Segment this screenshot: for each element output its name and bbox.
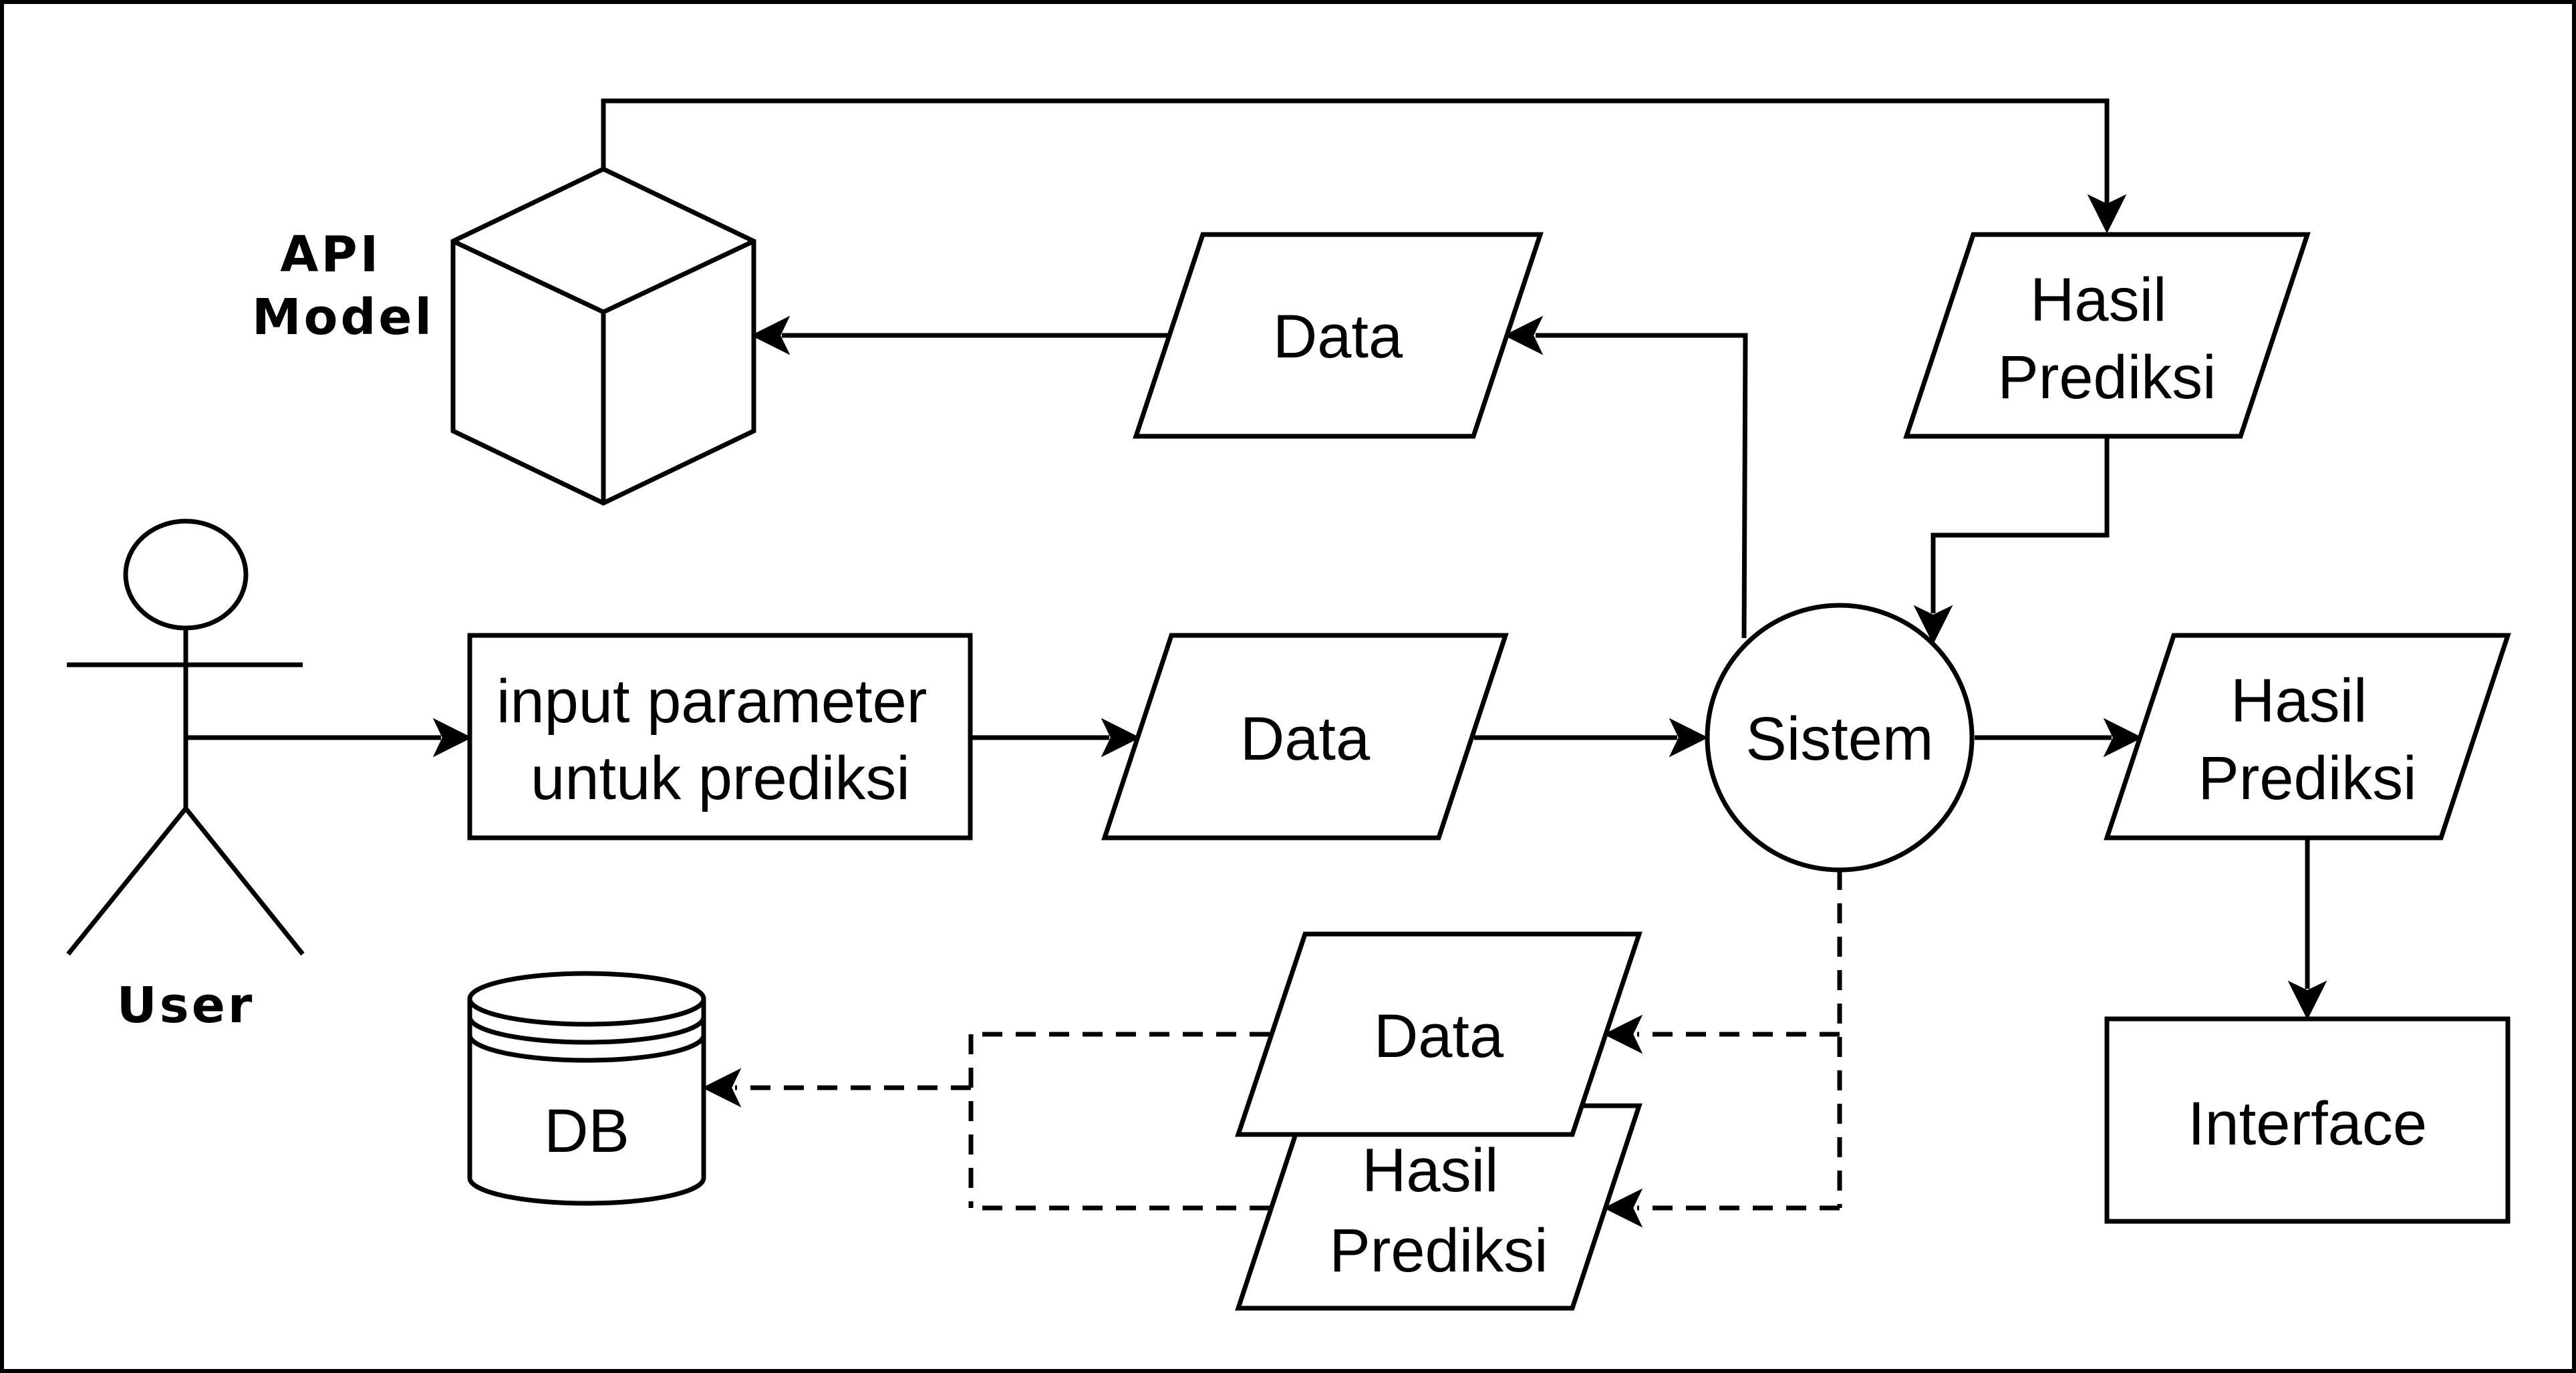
- input-process-label: input parameter untuk prediksi: [496, 667, 944, 812]
- output-result-line2: Prediksi: [2198, 744, 2416, 812]
- input-process-line1: input parameter: [496, 667, 927, 736]
- output-result-line1: Hasil: [2231, 667, 2367, 735]
- data-input-label: Data: [1240, 705, 1371, 773]
- arrowhead-interface: [2287, 980, 2327, 1020]
- user-actor: [66, 518, 305, 956]
- data-to-api-shape: [1133, 232, 1544, 439]
- edge-api-to-api-result: [601, 98, 2110, 204]
- stored-data-label: Data: [1374, 1002, 1504, 1070]
- stored-data-shape: [1235, 931, 1642, 1137]
- api-model-label-line1: API: [280, 226, 381, 283]
- arrowhead-api-result: [2087, 194, 2127, 234]
- arrowhead-data-api: [1504, 315, 1544, 355]
- arrowhead-api-cube: [750, 315, 791, 355]
- database-cylinder: [467, 971, 706, 1206]
- api-result-line2: Prediksi: [1997, 343, 2216, 412]
- input-process-box: [467, 633, 973, 841]
- arrowhead-system-top: [1913, 605, 1953, 645]
- user-label: User: [117, 977, 255, 1034]
- arrowhead-data-input: [1101, 718, 1141, 758]
- system-node: [1705, 603, 1975, 873]
- stored-result-line2: Prediksi: [1329, 1217, 1548, 1285]
- data-to-api-label: Data: [1273, 303, 1403, 371]
- stored-result-label: Hasil Prediksi: [1329, 1136, 1548, 1285]
- database-label: DB: [544, 1097, 629, 1165]
- arrowhead-stored-result: [1603, 1188, 1643, 1228]
- api-model-label: API Model: [252, 226, 434, 346]
- output-result-label: Hasil Prediksi: [2198, 667, 2416, 812]
- api-model-cube: [450, 166, 756, 506]
- interface-label: Interface: [2188, 1090, 2427, 1158]
- system-label: Sistem: [1745, 705, 1933, 773]
- arrowhead-input-process: [432, 718, 472, 758]
- interface-box: [2104, 1016, 2511, 1224]
- api-result-line1: Hasil: [2030, 266, 2166, 334]
- output-result-shape: [2104, 633, 2511, 841]
- api-result-shape: [1903, 232, 2311, 439]
- arrowhead-stored-data: [1603, 1014, 1643, 1054]
- edge-api-result-to-system: [1930, 436, 2110, 613]
- arrowhead-system-left: [1669, 718, 1709, 758]
- actor-head: [123, 518, 249, 631]
- input-process-line2: untuk prediksi: [531, 744, 910, 812]
- api-model-label-line2: Model: [252, 289, 434, 346]
- stored-result-line1: Hasil: [1362, 1136, 1498, 1205]
- data-input-shape: [1101, 633, 1509, 841]
- api-result-label: Hasil Prediksi: [1997, 266, 2216, 412]
- arrowhead-output-result: [2103, 718, 2143, 758]
- edge-system-to-data-api: [1536, 333, 1748, 639]
- arrowhead-db: [702, 1068, 742, 1108]
